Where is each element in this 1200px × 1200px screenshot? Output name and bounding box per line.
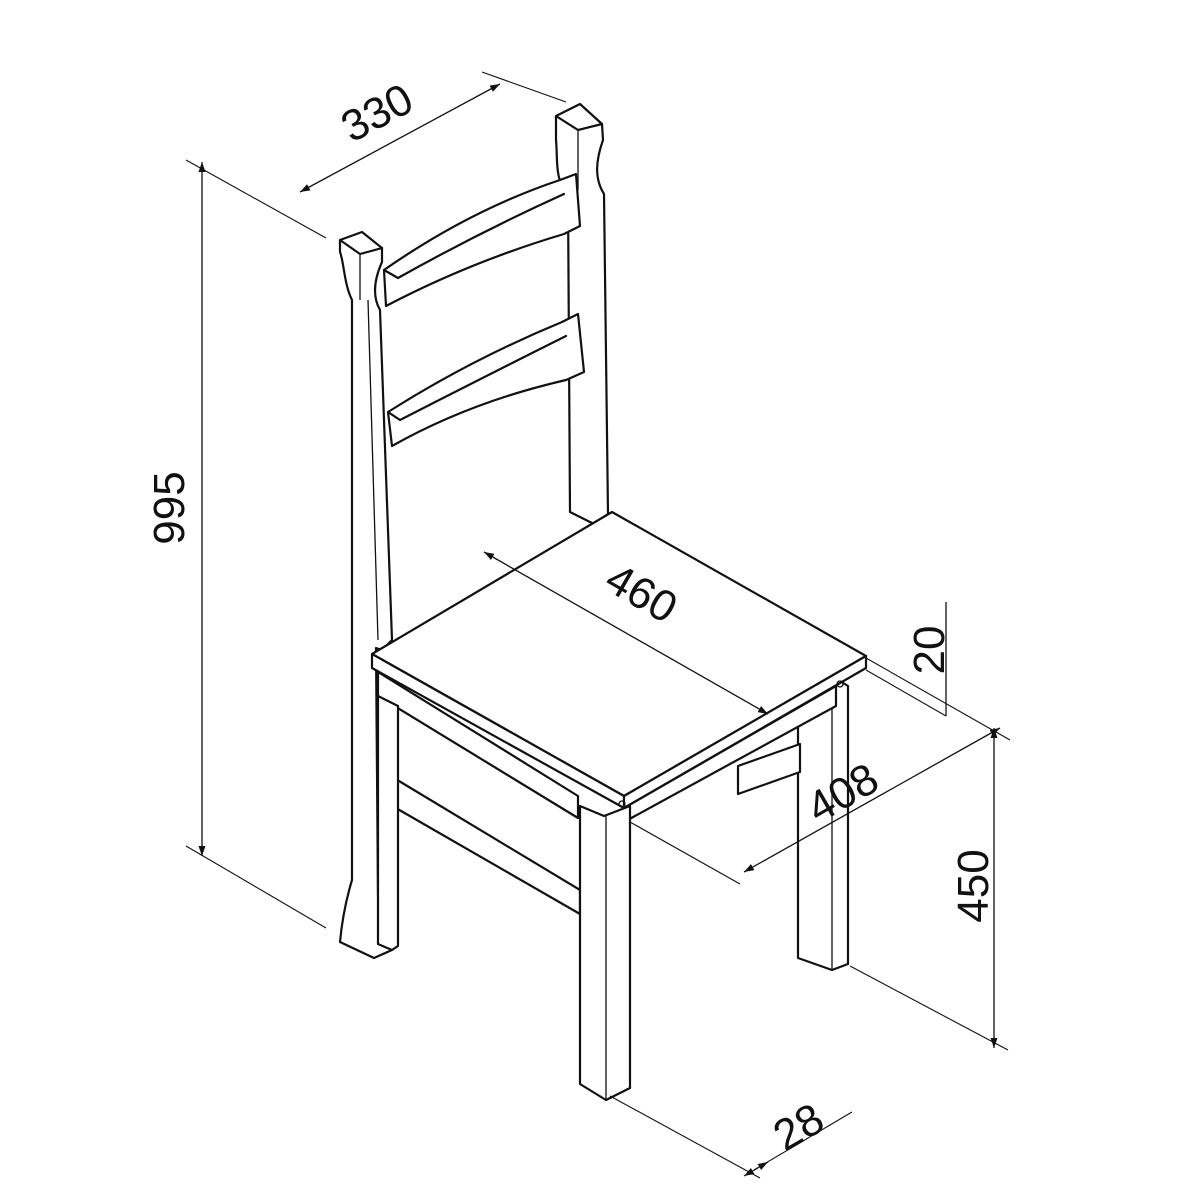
back-rail-top: [382, 172, 582, 308]
dimension-leg-width: 28: [609, 1094, 853, 1179]
seat-front-apron: [376, 670, 580, 820]
right-back-post: [554, 102, 610, 526]
label-seat-height: 450: [949, 849, 998, 922]
chair: [338, 102, 868, 1102]
label-leg-width: 28: [765, 1094, 832, 1161]
label-seat-thickness: 20: [905, 626, 954, 675]
label-total-height: 995: [145, 471, 194, 544]
front-left-leg: [376, 694, 400, 952]
label-back-width: 330: [333, 74, 421, 152]
dimension-total-height: 995: [145, 162, 327, 929]
front-right-leg: [578, 804, 632, 1102]
dimension-seat-height: 450: [849, 728, 1009, 1051]
dimension-seat-thickness: 20: [865, 602, 1011, 741]
back-rail-middle: [386, 312, 586, 448]
